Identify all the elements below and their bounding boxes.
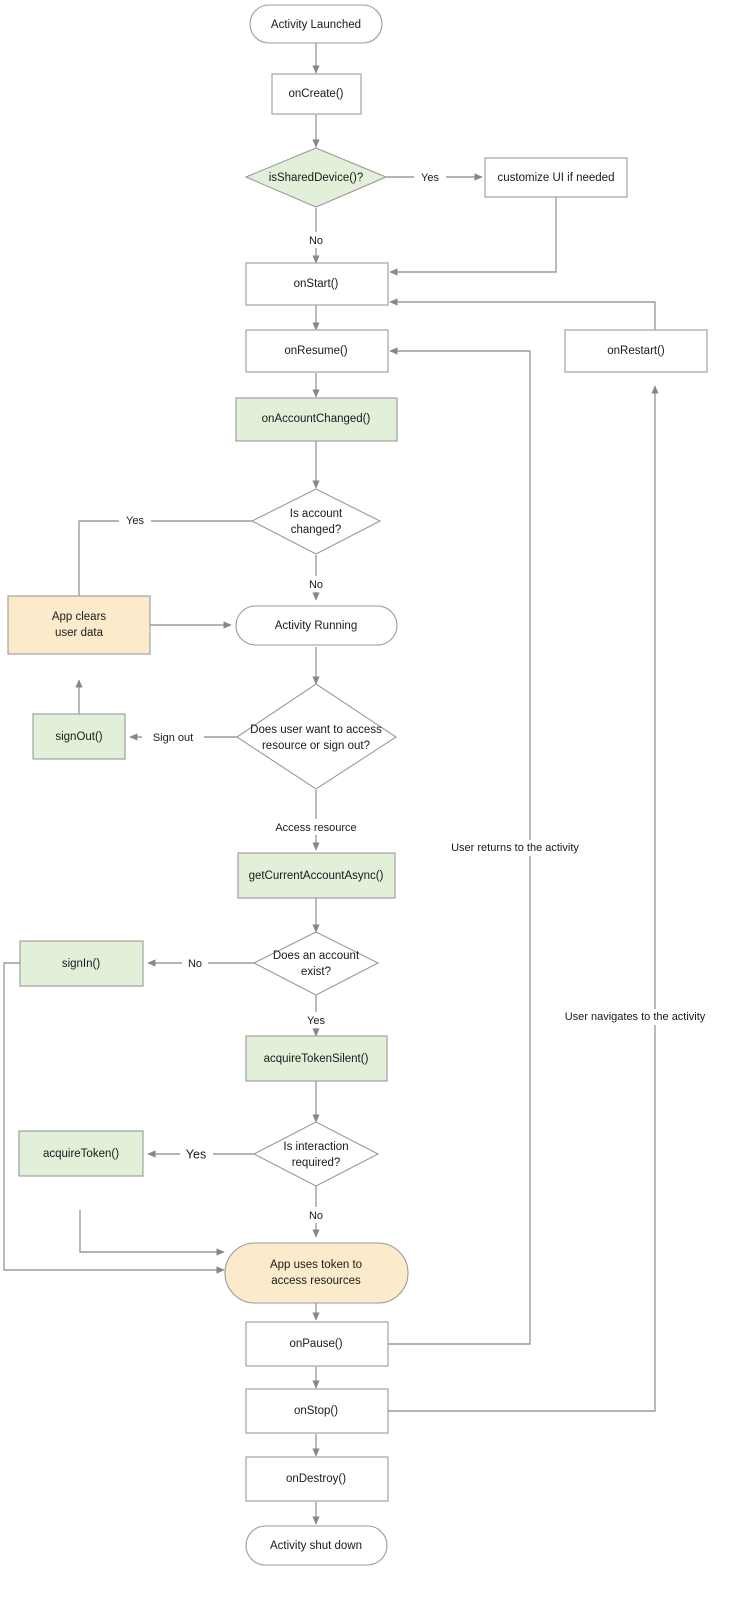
node-onresume-label: onResume() — [284, 345, 347, 357]
label-bg-yes-interaction — [180, 1145, 213, 1163]
edge-label-access-resource: Access resource — [275, 822, 356, 834]
node-is-account-changed-line2: changed? — [291, 524, 342, 536]
label-bg-no-account-exist — [182, 955, 208, 971]
node-activity-shut-down[interactable]: Activity shut down — [245, 1525, 388, 1566]
node-ondestroy[interactable]: onDestroy() — [245, 1456, 389, 1502]
node-onstop-label: onStop() — [294, 1405, 338, 1417]
node-app-uses-token-line1: App uses token to — [270, 1259, 362, 1271]
edge-labels-layer: Yes No Yes No Sign out Access resource N… — [119, 169, 715, 1223]
edge-label-user-returns: User returns to the activity — [451, 842, 579, 854]
node-app-uses-token-line2: access resources — [271, 1275, 361, 1287]
node-onstop[interactable]: onStop() — [245, 1388, 389, 1434]
label-bg-yes-shared — [414, 169, 446, 185]
node-acquiretoken-label: acquireToken() — [43, 1148, 119, 1160]
label-bg-yes-account-changed — [119, 512, 151, 528]
node-app-clears-user-data[interactable]: App clears user data — [7, 595, 151, 655]
node-getcurrentaccountasync[interactable]: getCurrentAccountAsync() — [237, 852, 396, 899]
edge-label-yes-shared-device: Yes — [421, 172, 439, 184]
node-activity-shut-down-label: Activity shut down — [270, 1540, 362, 1552]
label-bg-yes-account-exist — [301, 1012, 331, 1028]
node-isshareddevice[interactable]: isSharedDevice()? — [244, 147, 388, 208]
edge-label-no-interaction-required: No — [309, 1210, 323, 1222]
label-bg-no-account-changed — [303, 576, 329, 592]
node-signin-label: signIn() — [62, 958, 101, 970]
node-app-uses-token[interactable]: App uses token to access resources — [224, 1242, 409, 1304]
node-access-or-signout-line1: Does user want to access — [250, 724, 382, 736]
node-is-interaction-required-line2: required? — [292, 1157, 341, 1169]
edge-customizeui-to-onstart — [389, 197, 557, 276]
node-onstart-label: onStart() — [294, 278, 339, 290]
edge-isaccountchanged-yes — [75, 520, 253, 609]
node-ondestroy-label: onDestroy() — [286, 1473, 346, 1485]
node-is-account-changed-line1: Is account — [290, 508, 343, 520]
node-app-clears-line2: user data — [55, 627, 104, 639]
node-is-account-changed[interactable]: Is account changed? — [250, 488, 382, 555]
node-oncreate[interactable]: onCreate() — [271, 73, 362, 115]
node-acquiretokensilent[interactable]: acquireTokenSilent() — [245, 1035, 388, 1082]
node-isshareddevice-label: isSharedDevice()? — [269, 172, 364, 184]
edge-acquiretoken-to-appusestoken — [79, 1210, 225, 1256]
edge-label-user-navigates: User navigates to the activity — [565, 1011, 706, 1023]
node-signin[interactable]: signIn() — [19, 940, 144, 987]
node-onstart[interactable]: onStart() — [245, 262, 389, 306]
node-customize-ui-label: customize UI if needed — [498, 172, 615, 184]
node-access-or-signout[interactable]: Does user want to access resource or sig… — [236, 683, 398, 790]
edge-label-yes-interaction-required: Yes — [186, 1147, 206, 1161]
node-does-account-exist[interactable]: Does an account exist? — [252, 931, 380, 996]
node-getcurrentaccountasync-label: getCurrentAccountAsync() — [249, 870, 384, 882]
node-acquiretoken[interactable]: acquireToken() — [18, 1130, 144, 1177]
label-bg-user-navigates — [555, 1009, 715, 1025]
edge-label-yes-account-exist: Yes — [307, 1015, 325, 1027]
label-bg-no-interaction — [303, 1207, 329, 1223]
edge-onrestart-to-onstart — [389, 298, 656, 340]
node-onrestart[interactable]: onRestart() — [564, 329, 708, 373]
edge-label-no-account-changed: No — [309, 579, 323, 591]
node-customize-ui[interactable]: customize UI if needed — [484, 157, 628, 198]
edge-signin-to-appusestoken — [3, 962, 225, 1274]
node-onrestart-label: onRestart() — [607, 345, 665, 357]
node-app-clears-line1: App clears — [52, 611, 107, 623]
node-onpause-label: onPause() — [289, 1338, 342, 1350]
edge-label-no-account-exist: No — [188, 958, 202, 970]
node-onaccountchanged-label: onAccountChanged() — [262, 413, 371, 425]
edge-label-yes-account-changed: Yes — [126, 515, 144, 527]
node-oncreate-label: onCreate() — [289, 88, 344, 100]
nodes-layer: Activity Launched onCreate() isSharedDev… — [7, 4, 708, 1566]
label-bg-sign-out — [142, 729, 204, 745]
node-signout-label: signOut() — [55, 731, 102, 743]
label-bg-access-resource — [265, 819, 367, 835]
node-acquiretokensilent-label: acquireTokenSilent() — [264, 1053, 369, 1065]
edge-onstop-to-onrestart — [387, 385, 659, 1412]
node-is-interaction-required[interactable]: Is interaction required? — [252, 1121, 380, 1187]
edge-label-sign-out: Sign out — [153, 732, 193, 744]
node-activity-running[interactable]: Activity Running — [235, 605, 398, 646]
node-does-account-exist-line1: Does an account — [273, 950, 360, 962]
node-does-account-exist-line2: exist? — [301, 966, 331, 978]
node-is-interaction-required-line1: Is interaction — [283, 1141, 348, 1153]
node-activity-launched-label: Activity Launched — [271, 19, 361, 31]
label-bg-no-shared — [303, 232, 329, 248]
edge-label-no-shared-device: No — [309, 235, 323, 247]
node-activity-running-label: Activity Running — [275, 620, 357, 632]
node-onpause[interactable]: onPause() — [245, 1321, 389, 1367]
node-activity-launched[interactable]: Activity Launched — [249, 4, 383, 44]
node-onaccountchanged[interactable]: onAccountChanged() — [235, 397, 398, 442]
node-onresume[interactable]: onResume() — [245, 329, 389, 373]
node-signout[interactable]: signOut() — [32, 713, 126, 760]
node-access-or-signout-line2: resource or sign out? — [262, 740, 370, 752]
label-bg-user-returns — [441, 840, 589, 856]
